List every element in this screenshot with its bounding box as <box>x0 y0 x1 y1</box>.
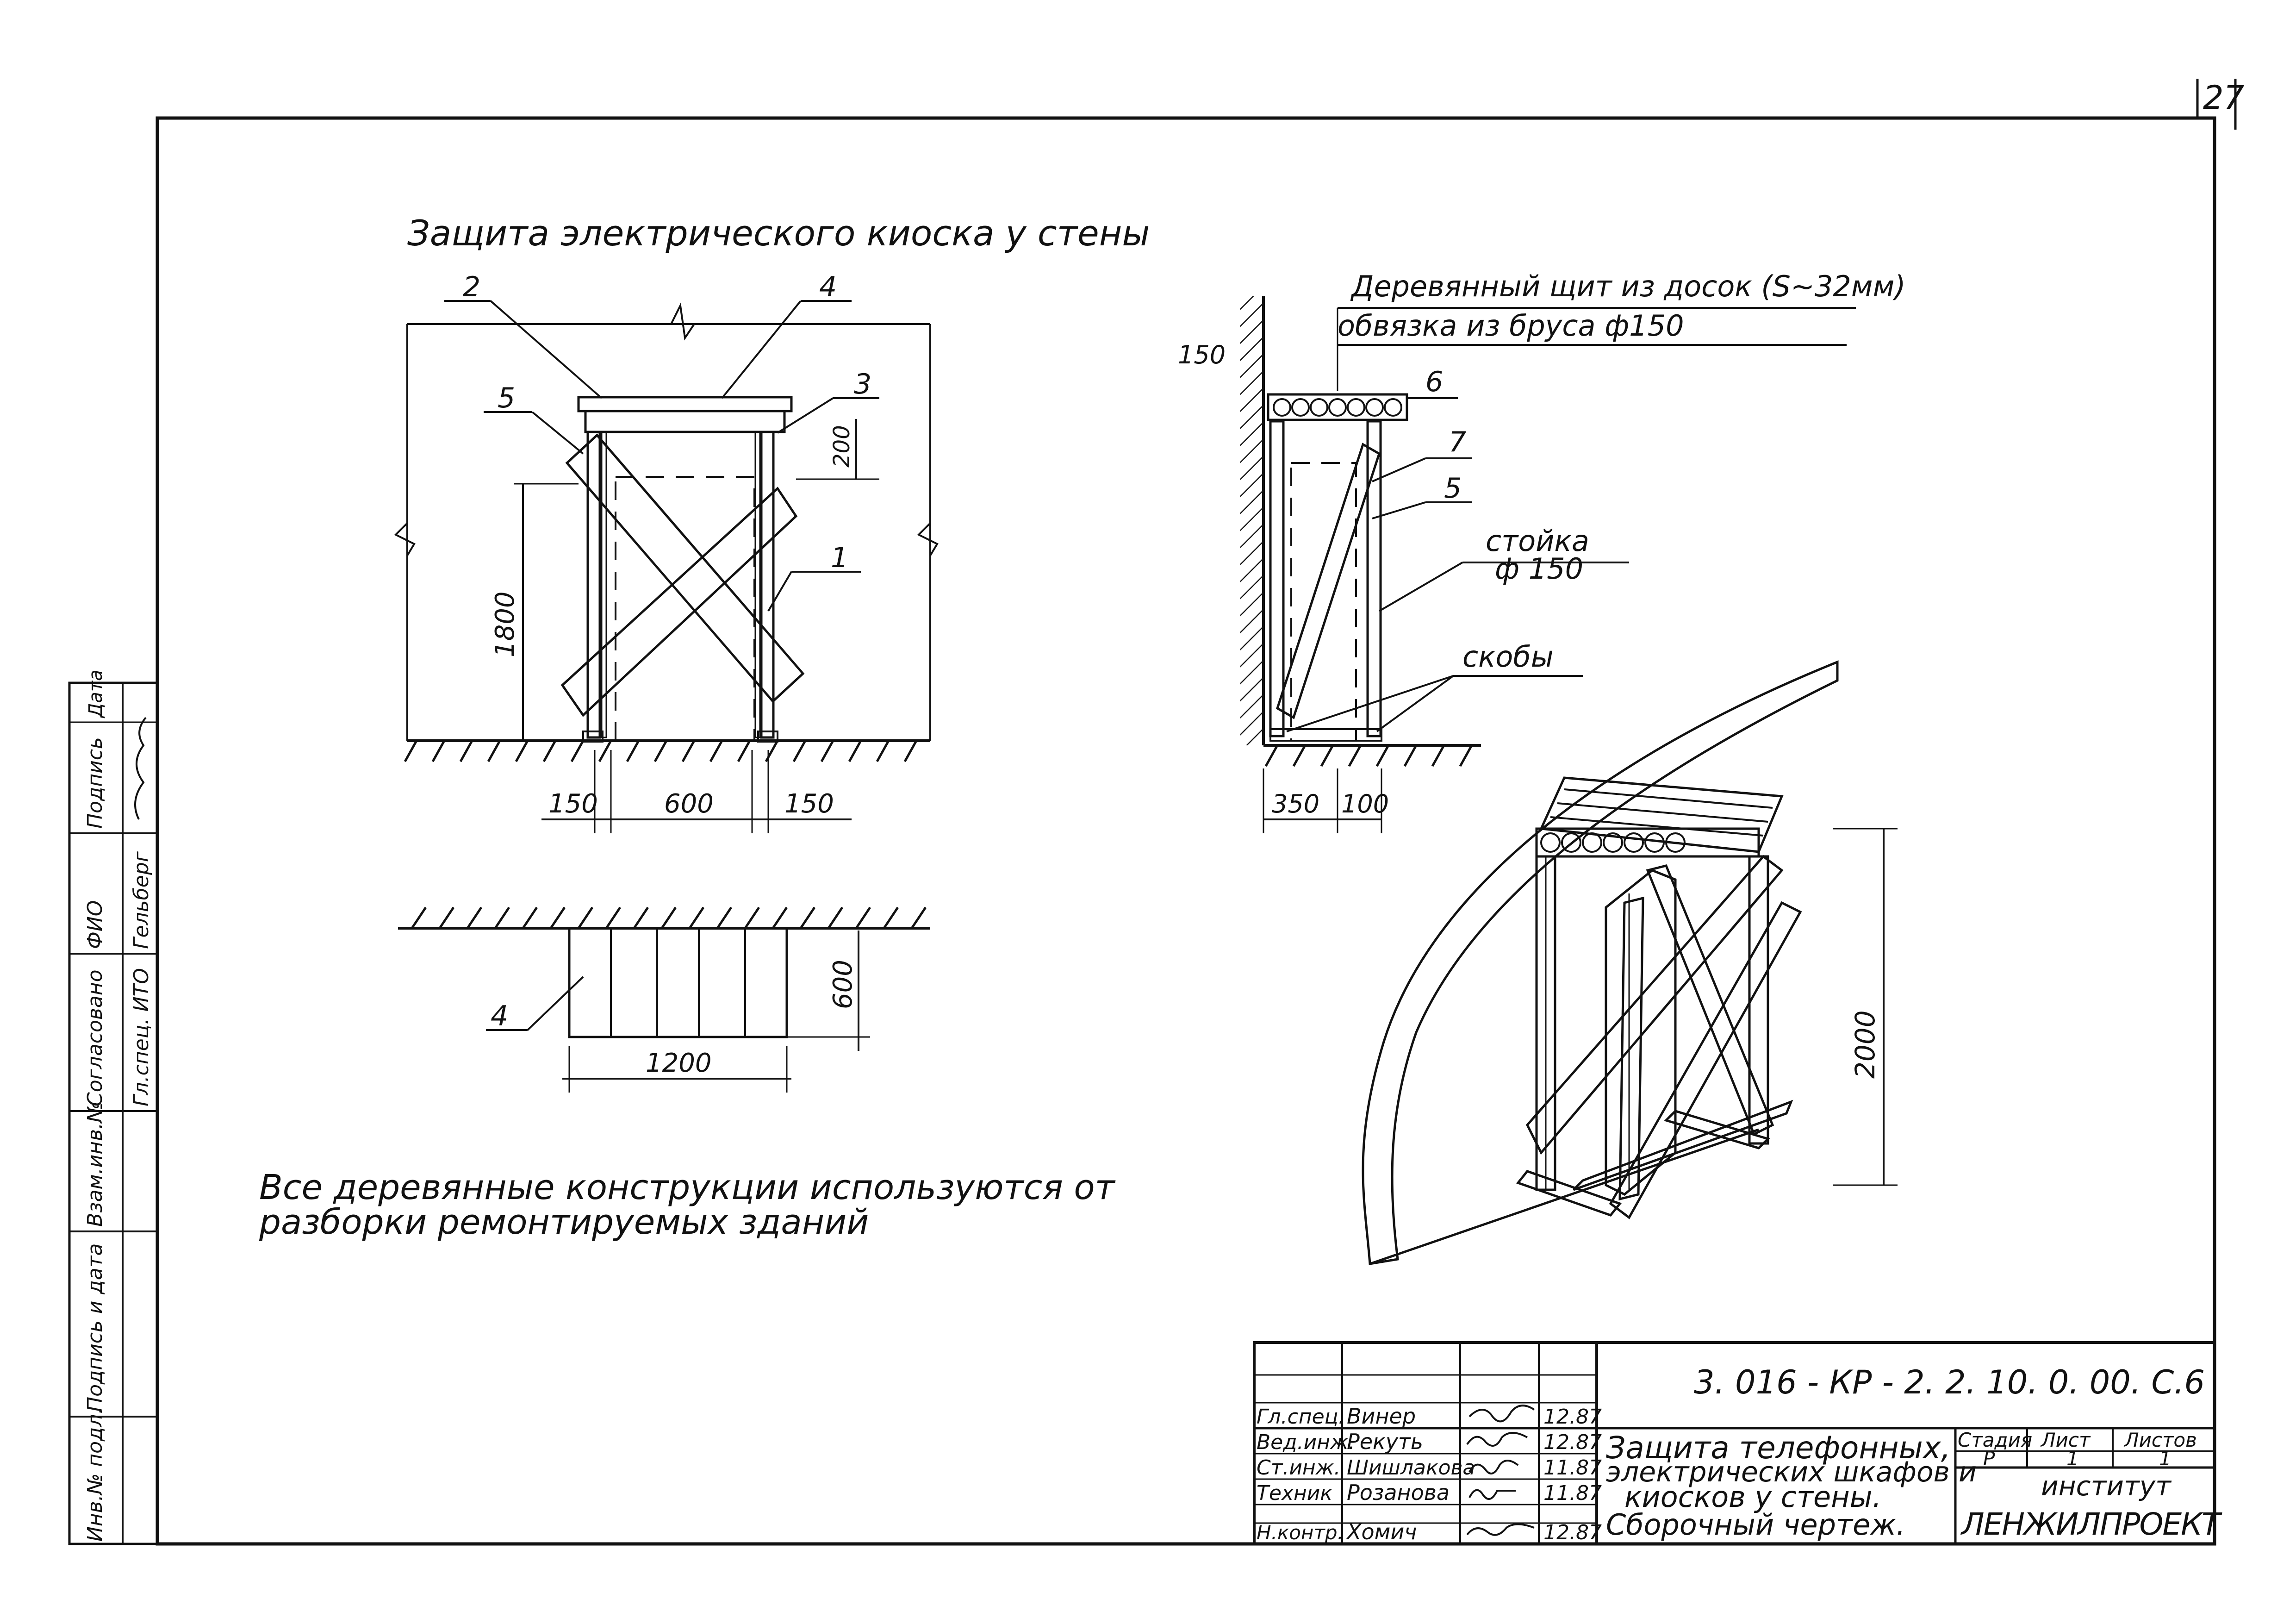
tb-role-5: Н.контр. <box>1257 1521 1344 1544</box>
tb-sheet: 1 <box>2066 1447 2079 1470</box>
tb-name-1: Винер <box>1347 1404 1416 1429</box>
tb-name-2: Рекуть <box>1347 1429 1423 1454</box>
elev-callout-5: 5 <box>498 382 515 414</box>
tb-date-3: 11.87 <box>1543 1456 1602 1480</box>
plan-deck <box>568 927 788 1038</box>
tb-doc-code: 3. 016 - КР - 2. 2. 10. 0. 00. С.6 <box>1694 1363 2205 1401</box>
elevation-view: 2 4 5 3 1 1800 200 150 600 150 <box>394 271 939 833</box>
stamp-sign-date: Подпись и дата <box>83 1243 107 1412</box>
tb-name-3: Шишлакова <box>1347 1456 1475 1480</box>
dim-base-600: 600 <box>664 789 714 819</box>
tb-sheets: 1 <box>2159 1447 2172 1470</box>
dim-base-right-150: 150 <box>784 789 834 819</box>
section-callout-6: 6 <box>1425 366 1443 398</box>
section-stand-label: стойка <box>1486 524 1589 558</box>
section-brackets-label: скобы <box>1462 640 1554 674</box>
tb-date-1: 12.87 <box>1543 1405 1602 1429</box>
tb-role-1: Гл.спец. <box>1257 1405 1345 1429</box>
isometric-view: 2000 <box>1362 660 1898 1265</box>
tb-sign-3 <box>1468 1460 1519 1474</box>
dim-1800: 1800 <box>490 591 520 657</box>
elev-callout-2: 2 <box>463 271 480 303</box>
tb-role-2: Вед.инж. <box>1257 1430 1355 1454</box>
tb-sheets-label: Листов <box>2123 1429 2197 1451</box>
stamp-signature: Подпись <box>83 737 107 829</box>
tb-title-3: киосков у стены. <box>1624 1480 1881 1514</box>
tb-title-1: Защита телефонных, <box>1606 1430 1951 1466</box>
stamp-date: Дата <box>85 669 106 718</box>
tb-sheet-label: Лист <box>2040 1429 2091 1451</box>
tb-role-3: Ст.инж. <box>1257 1456 1340 1480</box>
title-block: Гл.спец. Винер 12.87 Вед.инж. Рекуть 12.… <box>1253 1341 2223 1545</box>
tb-date-4: 11.87 <box>1543 1481 1602 1505</box>
left-title: Защита электрического киоска у стены <box>407 212 1150 254</box>
stamp-replace-inv: Взам.инв.№ <box>83 1101 107 1227</box>
iso-wall <box>1362 660 1839 1265</box>
section-stand-size: ф 150 <box>1495 552 1583 586</box>
tb-sign-5 <box>1466 1523 1535 1536</box>
stamp-gelberg: Гельберг <box>130 851 153 949</box>
tb-role-4: Техник <box>1257 1481 1332 1505</box>
tb-title-4: Сборочный чертеж. <box>1606 1508 1905 1542</box>
elev-callout-1: 1 <box>831 542 848 574</box>
page-number: 27 <box>2203 79 2244 117</box>
plan-view: 4 600 1200 <box>398 906 930 1093</box>
dim-wall-150: 150 <box>1178 340 1226 369</box>
dim-200: 200 <box>829 425 855 468</box>
elev-callout-4: 4 <box>819 271 837 303</box>
tb-date-2: 12.87 <box>1543 1430 1602 1454</box>
dim-section-350: 350 <box>1272 789 1319 818</box>
section-label-shield: Деревянный щит из досок (S~32мм) <box>1350 269 1906 303</box>
note-line-2: разборки ремонтируемых зданий <box>259 1202 869 1242</box>
tb-title-2: электрических шкафов и <box>1606 1456 1977 1488</box>
tb-institute-label: институт <box>2041 1470 2172 1502</box>
tb-name-4: Розанова <box>1347 1480 1450 1505</box>
section-callout-5: 5 <box>1444 472 1462 505</box>
dim-iso-2000: 2000 <box>1849 1010 1881 1079</box>
stamp-signature-scribble <box>134 717 147 820</box>
dim-plan-1200: 1200 <box>646 1048 712 1078</box>
tb-date-5: 12.87 <box>1543 1521 1602 1544</box>
sheet-frame <box>156 116 2216 1546</box>
tb-stage-label: Стадия <box>1958 1429 2032 1451</box>
tb-stage: Р <box>1983 1447 1995 1470</box>
tb-institute: ЛЕНЖИЛПРОЕКТ <box>1960 1506 2222 1542</box>
stamp-chief-ito: Гл.спец. ИТО <box>130 968 153 1106</box>
section-label-frame: обвязка из бруса ф150 <box>1338 309 1684 343</box>
section-view: Деревянный щит из досок (S~32мм) обвязка… <box>1178 269 1906 833</box>
stamp-fio: ФИО <box>83 900 107 949</box>
side-stamp: Согласовано Гл.спец. ИТО ФИО Гельберг По… <box>68 669 159 1545</box>
dim-section-100: 100 <box>1341 789 1389 818</box>
plan-callout-4: 4 <box>491 1000 508 1032</box>
note-line-1: Все деревянные конструкции используются … <box>259 1168 1116 1207</box>
dim-plan-600: 600 <box>828 960 858 1009</box>
stamp-agreed: Согласовано <box>83 969 107 1106</box>
dim-base-left-150: 150 <box>548 789 598 819</box>
tb-name-5: Хомич <box>1346 1519 1417 1544</box>
tb-sign-1 <box>1468 1405 1535 1423</box>
tb-sign-4 <box>1468 1489 1516 1500</box>
stamp-inv-original: Инв.№ подл. <box>83 1407 107 1542</box>
tb-sign-2 <box>1466 1432 1528 1447</box>
elev-callout-3: 3 <box>854 368 871 400</box>
section-callout-7: 7 <box>1449 426 1466 458</box>
